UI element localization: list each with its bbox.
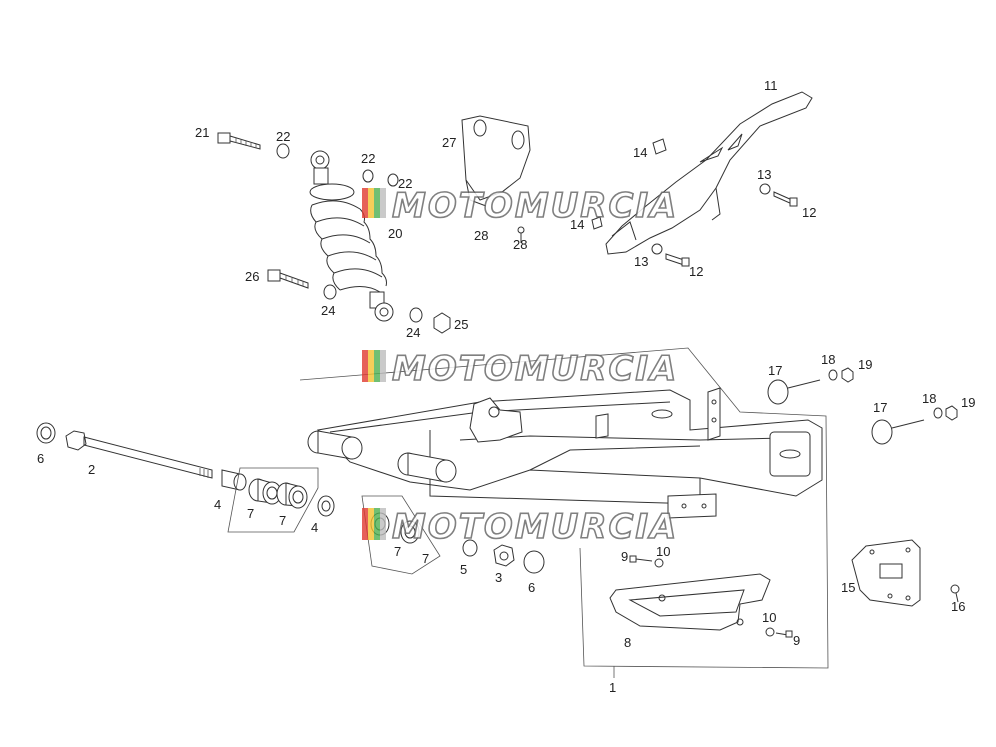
shock-absorber[interactable] <box>309 150 394 322</box>
clip-14b[interactable] <box>591 216 603 230</box>
bracket-27[interactable] <box>461 115 531 207</box>
label-1: 1 <box>609 680 616 695</box>
spacer-4a[interactable] <box>221 469 247 491</box>
washer-24b[interactable] <box>409 307 423 323</box>
part-labels: 1 2 3 4 4 5 6 6 7 7 7 7 8 9 9 10 10 11 1… <box>37 78 975 695</box>
bearing-group-box-a <box>227 467 319 533</box>
nut-19b[interactable] <box>945 405 958 421</box>
chain-guard-11[interactable] <box>605 91 813 255</box>
nut-25[interactable] <box>433 312 451 334</box>
spacer-4b[interactable] <box>317 495 335 517</box>
label-4a: 4 <box>214 497 221 512</box>
label-10b: 10 <box>762 610 776 625</box>
washer-13a[interactable] <box>759 183 771 195</box>
watermark-text-3: MOTOMURCIA <box>392 507 678 547</box>
label-18a: 18 <box>821 352 835 367</box>
chain-slider-8[interactable] <box>609 573 771 631</box>
watermark-1: MOTOMURCIA <box>362 185 678 227</box>
label-12b: 12 <box>689 264 703 279</box>
label-7d: 7 <box>422 551 429 566</box>
label-25: 25 <box>454 317 468 332</box>
washer-10b[interactable] <box>765 627 775 637</box>
label-28b: 28 <box>513 237 527 252</box>
label-16: 16 <box>951 599 965 614</box>
label-15: 15 <box>841 580 855 595</box>
washer-22c[interactable] <box>387 173 399 187</box>
label-2: 2 <box>88 462 95 477</box>
label-28a: 28 <box>474 228 488 243</box>
label-14b: 14 <box>570 217 584 232</box>
bearing-7d[interactable] <box>400 520 420 544</box>
label-7b: 7 <box>279 513 286 528</box>
cap-6a[interactable] <box>36 422 56 444</box>
chain-guide-15[interactable] <box>851 539 921 607</box>
label-21: 21 <box>195 125 209 140</box>
label-10a: 10 <box>656 544 670 559</box>
washer-18a[interactable] <box>828 369 838 381</box>
axle-2[interactable] <box>65 430 213 479</box>
swingarm-assembly-outline <box>299 347 829 669</box>
label-13a: 13 <box>757 167 771 182</box>
bearing-7a[interactable] <box>248 478 282 505</box>
cap-6b[interactable] <box>523 550 545 574</box>
watermark-text-1: MOTOMURCIA <box>392 186 678 226</box>
label-12a: 12 <box>802 205 816 220</box>
label-8: 8 <box>624 635 631 650</box>
bolt-12b[interactable] <box>665 253 690 267</box>
washer-24a[interactable] <box>323 284 337 300</box>
washer-5[interactable] <box>462 539 478 557</box>
label-7c: 7 <box>394 544 401 559</box>
nut-19a[interactable] <box>841 367 854 383</box>
screw-16[interactable] <box>950 584 960 603</box>
screw-9b[interactable] <box>775 630 793 638</box>
label-19a: 19 <box>858 357 872 372</box>
label-9a: 9 <box>621 549 628 564</box>
label-24a: 24 <box>321 303 335 318</box>
watermark-2: MOTOMURCIA <box>362 348 678 390</box>
screw-28[interactable] <box>517 226 525 243</box>
watermark-text-2: MOTOMURCIA <box>392 349 678 389</box>
label-3: 3 <box>495 570 502 585</box>
label-17a: 17 <box>768 363 782 378</box>
label-6b: 6 <box>528 580 535 595</box>
washer-18b[interactable] <box>933 407 943 419</box>
label-22a: 22 <box>276 129 290 144</box>
adjuster-17a[interactable] <box>767 379 821 405</box>
label-14a: 14 <box>633 145 647 160</box>
nut-3[interactable] <box>493 544 515 567</box>
bolt-12a[interactable] <box>773 191 798 207</box>
label-7a: 7 <box>247 506 254 521</box>
label-17b: 17 <box>873 400 887 415</box>
screw-9a[interactable] <box>629 555 653 563</box>
bolt-21[interactable] <box>217 132 261 150</box>
adjuster-17b[interactable] <box>871 419 925 445</box>
bolt-26[interactable] <box>267 269 309 289</box>
label-20: 20 <box>388 226 402 241</box>
swingarm-1[interactable] <box>307 387 823 519</box>
label-22b: 22 <box>361 151 375 166</box>
label-11: 11 <box>764 78 778 93</box>
clip-14[interactable] <box>652 138 667 155</box>
watermark-3: MOTOMURCIA <box>362 506 678 548</box>
washer-13b[interactable] <box>651 243 663 255</box>
washer-22a[interactable] <box>276 143 290 159</box>
label-18b: 18 <box>922 391 936 406</box>
label-22c: 22 <box>398 176 412 191</box>
label-5: 5 <box>460 562 467 577</box>
label-6a: 6 <box>37 451 44 466</box>
label-19b: 19 <box>961 395 975 410</box>
label-26: 26 <box>245 269 259 284</box>
bearing-7b[interactable] <box>276 482 308 509</box>
label-4b: 4 <box>311 520 318 535</box>
bearing-group-box-b <box>361 495 441 575</box>
label-27: 27 <box>442 135 456 150</box>
label-9b: 9 <box>793 633 800 648</box>
label-13b: 13 <box>634 254 648 269</box>
washer-10a[interactable] <box>654 558 664 568</box>
label-24b: 24 <box>406 325 420 340</box>
washer-22b[interactable] <box>362 169 374 183</box>
